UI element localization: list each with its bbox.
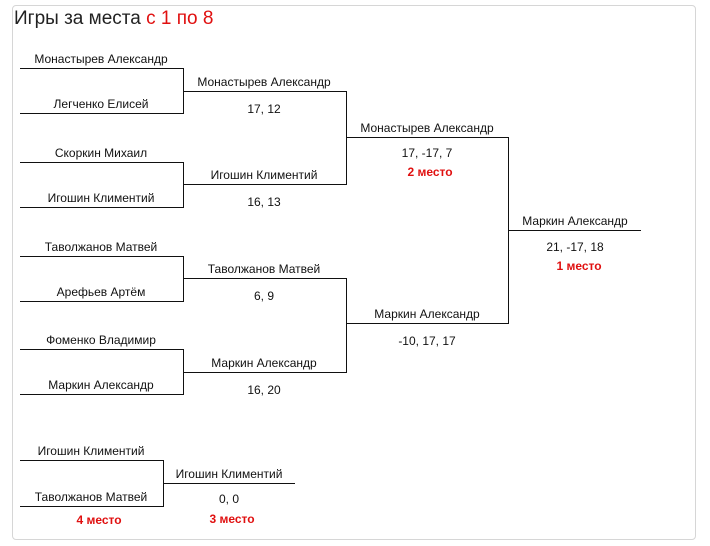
- qf-line-4: [183, 372, 346, 373]
- qf-join-1: [346, 91, 347, 185]
- bracket-frame: [12, 5, 696, 540]
- qf-winner-1: Монастырев Александр: [197, 75, 331, 89]
- tp-player-b: Таволжанов Матвей: [34, 490, 148, 504]
- sf-score-2: -10, 17, 17: [398, 334, 456, 348]
- final-score: 21, -17, 18: [546, 240, 604, 254]
- qf-winner-3: Таволжанов Матвей: [207, 262, 321, 276]
- r1-line-2: [20, 113, 183, 114]
- qf-line-2: [183, 184, 346, 185]
- title-highlight: с 1 по 8: [146, 8, 214, 29]
- r1-player-8: Маркин Александр: [48, 378, 154, 392]
- sf-line-2: [346, 323, 509, 324]
- qf-score-2: 16, 13: [247, 195, 281, 209]
- title-prefix: Игры за места: [14, 8, 141, 29]
- final-line: [508, 230, 641, 231]
- r1-line-4: [20, 207, 183, 208]
- r1-line-3: [20, 162, 183, 163]
- sf-line-1: [346, 137, 509, 138]
- sf-score-1: 17, -17, 7: [401, 146, 453, 160]
- tp-place: 3 место: [209, 512, 255, 526]
- tp-player-b-place: 4 место: [76, 513, 122, 527]
- r1-join-3: [183, 256, 184, 302]
- qf-score-4: 16, 20: [247, 383, 281, 397]
- r1-line-8: [20, 394, 183, 395]
- tp-winner-line: [163, 483, 295, 484]
- tp-line-2: [20, 506, 163, 507]
- tp-winner: Игошин Климентий: [175, 467, 283, 481]
- final-place: 1 место: [556, 259, 602, 273]
- qf-line-3: [183, 278, 346, 279]
- qf-winner-4: Маркин Александр: [211, 356, 317, 370]
- r1-line-1: [20, 68, 183, 69]
- r1-player-4: Игошин Климентий: [47, 191, 155, 205]
- r1-line-6: [20, 301, 183, 302]
- sf-winner-2: Маркин Александр: [374, 307, 480, 321]
- sf-winner-1: Монастырев Александр: [360, 121, 494, 135]
- qf-winner-2: Игошин Климентий: [210, 168, 318, 182]
- final-winner: Маркин Александр: [522, 214, 628, 228]
- r1-join-2: [183, 162, 184, 208]
- qf-score-1: 17, 12: [247, 102, 281, 116]
- r1-player-2: Легченко Елисей: [53, 97, 149, 111]
- r1-player-1: Монастырев Александр: [34, 52, 168, 66]
- r1-line-7: [20, 349, 183, 350]
- page-title: Игры за места с 1 по 8: [14, 6, 213, 32]
- qf-score-3: 6, 9: [253, 289, 275, 303]
- r1-player-3: Скоркин Михаил: [54, 146, 148, 160]
- r1-player-5: Таволжанов Матвей: [44, 240, 158, 254]
- tp-line-1: [20, 460, 163, 461]
- tp-score: 0, 0: [218, 492, 240, 506]
- qf-join-2: [346, 278, 347, 373]
- sf-place-1: 2 место: [407, 165, 453, 179]
- r1-line-5: [20, 256, 183, 257]
- r1-player-7: Фоменко Владимир: [46, 333, 156, 347]
- tp-player-a: Игошин Климентий: [37, 444, 145, 458]
- qf-line-1: [183, 91, 346, 92]
- r1-player-6: Арефьев Артём: [56, 285, 146, 299]
